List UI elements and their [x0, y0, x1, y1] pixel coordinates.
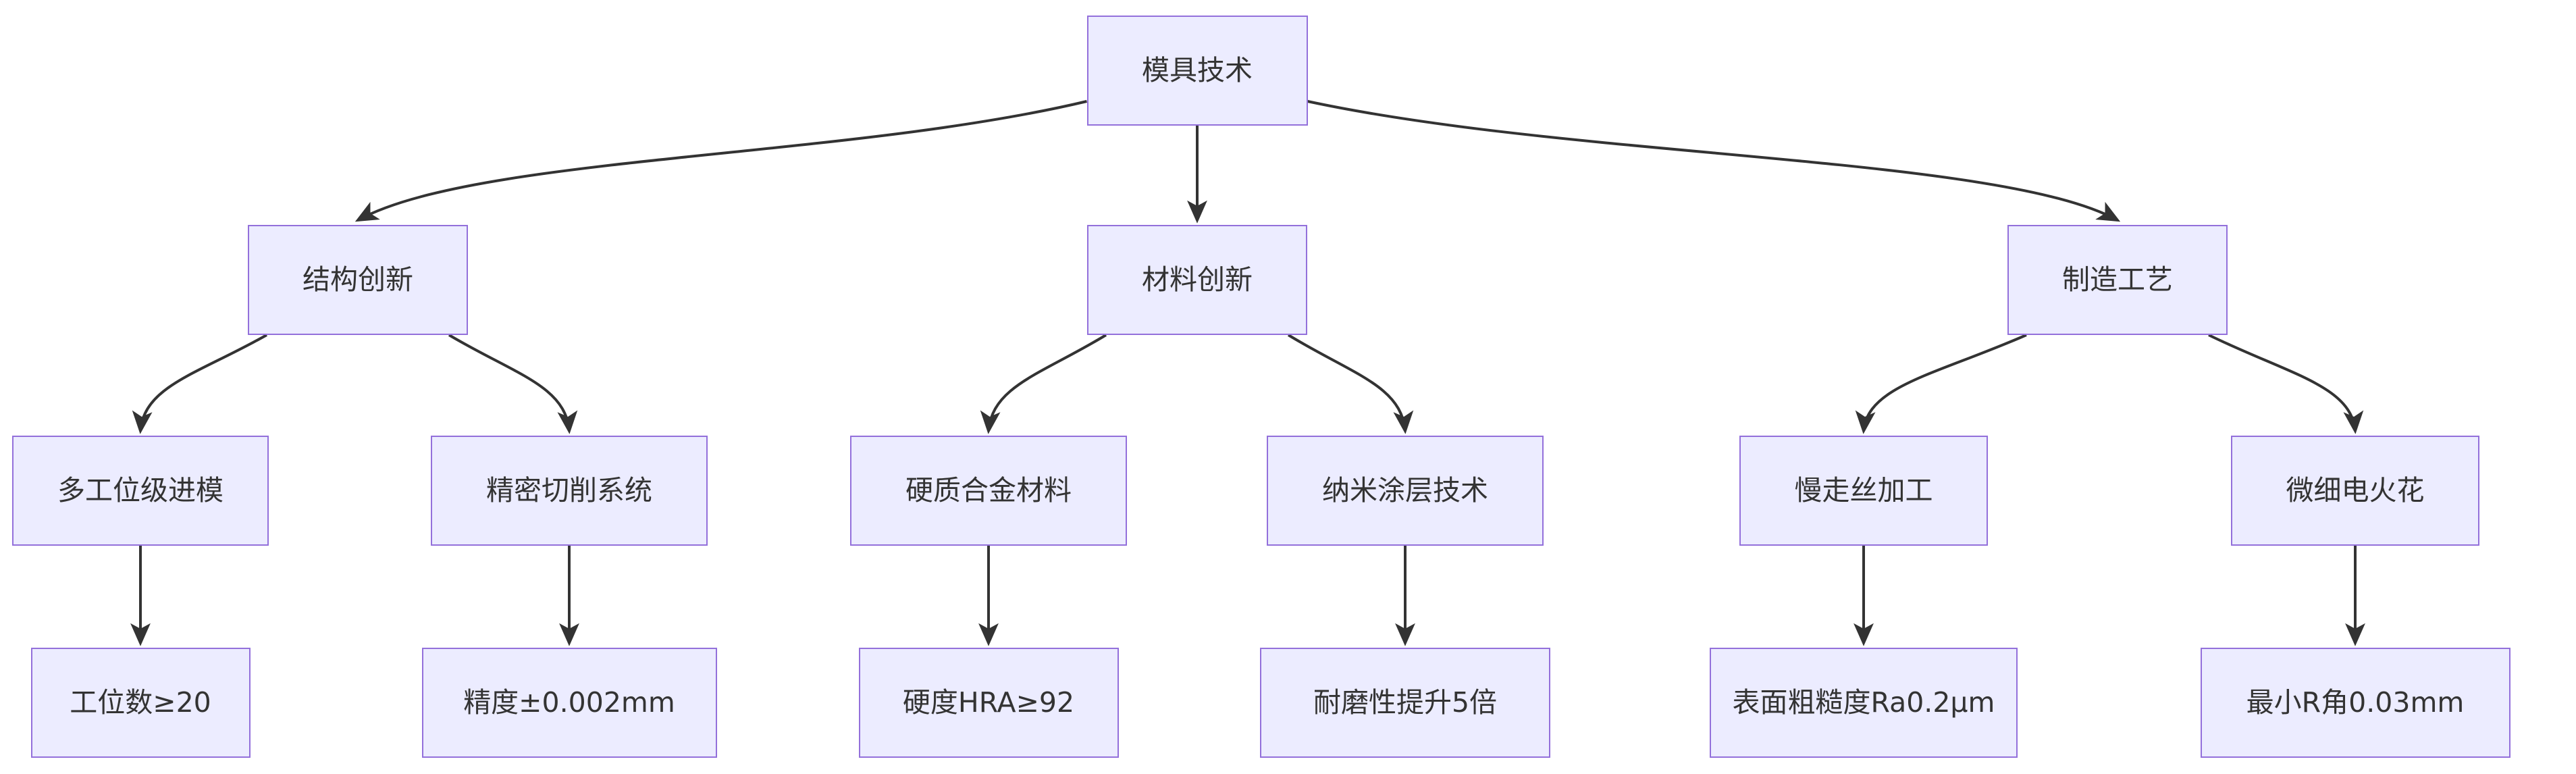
edge-root-n1: [354, 100, 1087, 222]
node-label: 表面粗糙度Ra0.2μm: [1732, 686, 1995, 719]
node-n1: 结构创新: [248, 225, 468, 335]
edge-n2-n22: [1287, 334, 1414, 434]
node-n121: 精度±0.002mm: [421, 648, 717, 758]
node-n2: 材料创新: [1087, 225, 1307, 335]
node-n12: 精密切削系统: [431, 436, 708, 546]
node-n211: 硬度HRA≥92: [858, 648, 1119, 758]
node-label: 耐磨性提升5倍: [1313, 686, 1498, 719]
node-n32: 微细电火花: [2231, 436, 2479, 546]
edge-n2-n21: [980, 334, 1107, 434]
node-n11: 多工位级进模: [12, 436, 269, 546]
node-root: 模具技术: [1086, 16, 1308, 126]
node-label: 多工位级进模: [57, 473, 224, 507]
node-label: 精密切削系统: [486, 473, 652, 507]
edge-root-n3: [1307, 100, 2121, 222]
node-n311: 表面粗糙度Ra0.2μm: [1710, 648, 2018, 758]
node-n31: 慢走丝加工: [1739, 436, 1988, 546]
node-label: 模具技术: [1142, 53, 1253, 86]
node-label: 微细电火花: [2286, 473, 2425, 507]
node-n21: 硬质合金材料: [850, 436, 1127, 546]
node-label: 最小R角0.03mm: [2246, 686, 2465, 719]
node-label: 结构创新: [303, 263, 413, 296]
node-label: 工位数≥20: [70, 686, 211, 719]
edge-n1-n12: [448, 334, 578, 434]
edge-n3-n31: [1855, 334, 2027, 434]
node-label: 纳米涂层技术: [1322, 473, 1488, 507]
node-n3: 制造工艺: [2007, 225, 2228, 335]
node-n321: 最小R角0.03mm: [2200, 648, 2511, 758]
node-label: 材料创新: [1142, 263, 1253, 296]
node-n111: 工位数≥20: [30, 648, 251, 758]
node-n221: 耐磨性提升5倍: [1260, 648, 1550, 758]
node-label: 硬质合金材料: [905, 473, 1072, 507]
node-label: 精度±0.002mm: [463, 686, 675, 719]
node-label: 制造工艺: [2062, 263, 2173, 296]
edge-n1-n11: [132, 334, 267, 434]
node-label: 慢走丝加工: [1794, 473, 1933, 507]
edge-n3-n32: [2208, 334, 2364, 434]
node-label: 硬度HRA≥92: [902, 686, 1075, 719]
node-n22: 纳米涂层技术: [1267, 436, 1544, 546]
